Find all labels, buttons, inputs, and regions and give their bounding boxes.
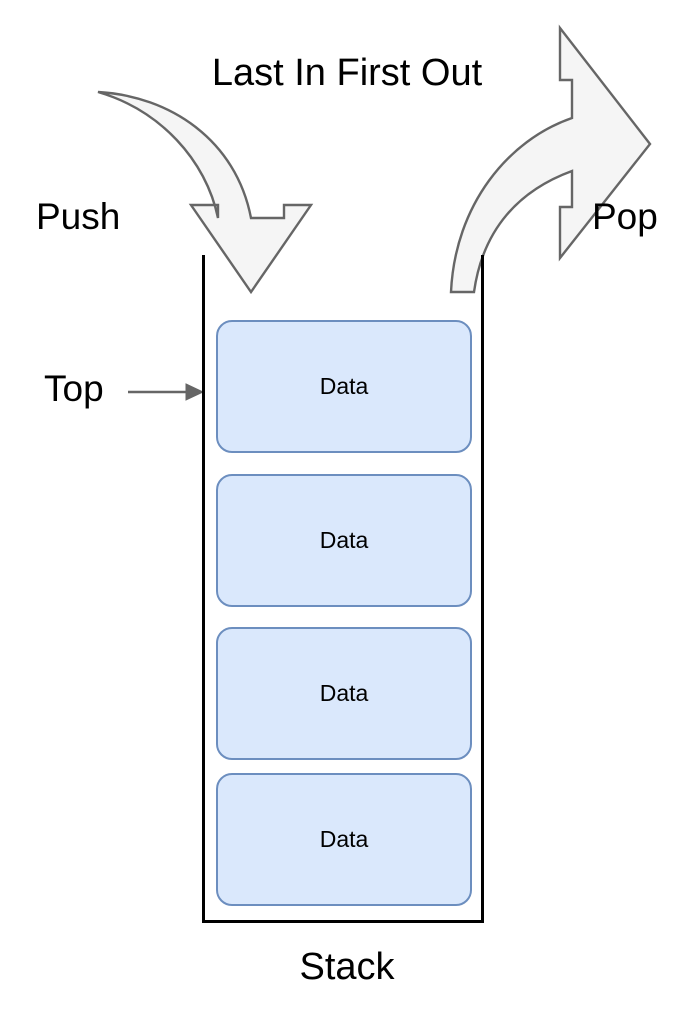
stack-cell-label: Data <box>319 373 369 399</box>
stack-cell[interactable]: Data <box>216 474 472 607</box>
stack-caption: Stack <box>299 946 395 988</box>
top-label: Top <box>44 368 104 409</box>
stack-container <box>202 255 484 923</box>
stack-cell-label: Data <box>319 527 369 553</box>
stack-cell[interactable]: Data <box>216 773 472 906</box>
stack-cells: Data Data Data Data <box>216 320 472 906</box>
diagram-title: Last In First Out <box>211 52 483 94</box>
push-label: Push <box>36 196 121 237</box>
stack-cell-label: Data <box>319 680 369 706</box>
stack-cell-label: Data <box>319 826 369 852</box>
stack-cell[interactable]: Data <box>216 320 472 453</box>
pop-label: Pop <box>592 196 658 237</box>
stack-cell[interactable]: Data <box>216 627 472 760</box>
top-pointer-arrow <box>128 383 205 401</box>
